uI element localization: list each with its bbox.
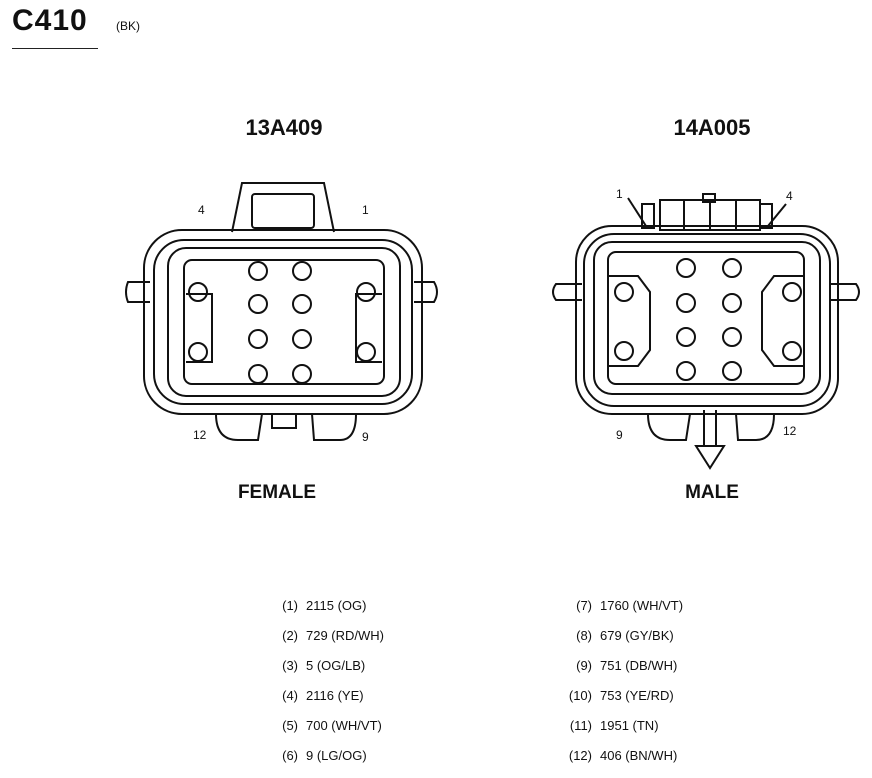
connector-id: C410 xyxy=(12,4,88,37)
pin-number: (9) xyxy=(576,657,592,673)
male-gender-label: MALE xyxy=(685,482,739,503)
header-underline xyxy=(12,48,98,49)
pin-circuit: 1951 (TN) xyxy=(600,717,659,733)
pin-circuit: 700 (WH/VT) xyxy=(306,717,382,733)
pinout-row: (11) 1951 (TN) xyxy=(556,710,683,740)
pinout-row: (12) 406 (BN/WH) xyxy=(556,740,683,770)
female-pin-label-top-right: 1 xyxy=(362,203,369,217)
pinout-row: (4) 2116 (YE) xyxy=(262,680,384,710)
pin-circuit: 729 (RD/WH) xyxy=(306,627,385,643)
pin-circuit: 1760 (WH/VT) xyxy=(600,597,684,613)
male-part-number: 14A005 xyxy=(673,115,751,140)
pinout-row: (2) 729 (RD/WH) xyxy=(262,620,384,650)
pinout-row: (6) 9 (LG/OG) xyxy=(262,740,384,770)
pin-number: (1) xyxy=(282,597,298,613)
pin-circuit: 679 (GY/BK) xyxy=(600,627,674,643)
pin-circuit: 5 (OG/LB) xyxy=(306,657,366,673)
pinout-row: (10) 753 (YE/RD) xyxy=(556,680,683,710)
male-pin-label-bottom-right: 12 xyxy=(783,424,797,438)
pinout-row: (1) 2115 (OG) xyxy=(262,590,384,620)
pin-circuit: 2115 (OG) xyxy=(306,597,367,613)
pin-circuit: 753 (YE/RD) xyxy=(600,687,674,703)
pinout-right-column: (7) 1760 (WH/VT) (8) 679 (GY/BK) (9) 751 (D… xyxy=(556,590,683,770)
male-pin-label-top-left: 1 xyxy=(616,187,623,201)
male-pin-label-top-right: 4 xyxy=(786,189,793,203)
pin-number: (2) xyxy=(282,627,298,643)
female-part-number: 13A409 xyxy=(245,115,323,140)
pin-circuit: 406 (BN/WH) xyxy=(600,747,678,763)
pin-number: (6) xyxy=(282,747,298,763)
pin-circuit: 9 (LG/OG) xyxy=(306,747,367,763)
female-pin-label-bottom-right: 9 xyxy=(362,430,369,444)
pin-number: (7) xyxy=(576,597,592,613)
pinout-row: (8) 679 (GY/BK) xyxy=(556,620,683,650)
pinout-row: (7) 1760 (WH/VT) xyxy=(556,590,683,620)
male-pin-label-bottom-left: 9 xyxy=(616,428,623,442)
pin-number: (10) xyxy=(568,687,592,703)
connector-header: C410 (BK) xyxy=(12,4,140,49)
pinout-row: (5) 700 (WH/VT) xyxy=(262,710,384,740)
connector-color: (BK) xyxy=(116,19,140,33)
female-pin-label-bottom-left: 12 xyxy=(193,428,207,442)
female-gender-label: FEMALE xyxy=(237,482,317,503)
pin-circuit: 2116 (YE) xyxy=(306,687,364,703)
pinout-row: (3) 5 (OG/LB) xyxy=(262,650,384,680)
female-pin-label-top-left: 4 xyxy=(198,203,205,217)
pinout-row: (9) 751 (DB/WH) xyxy=(556,650,683,680)
pin-number: (5) xyxy=(282,717,298,733)
pinout-left-column: (1) 2115 (OG) (2) 729 (RD/WH) (3) 5 (OG/LB)… xyxy=(262,590,384,770)
pin-number: (4) xyxy=(282,687,298,703)
pin-number: (12) xyxy=(568,747,592,763)
pin-number: (3) xyxy=(282,657,298,673)
pin-number: (11) xyxy=(569,717,592,733)
pin-circuit: 751 (DB/WH) xyxy=(600,657,678,673)
pin-number: (8) xyxy=(576,627,592,643)
